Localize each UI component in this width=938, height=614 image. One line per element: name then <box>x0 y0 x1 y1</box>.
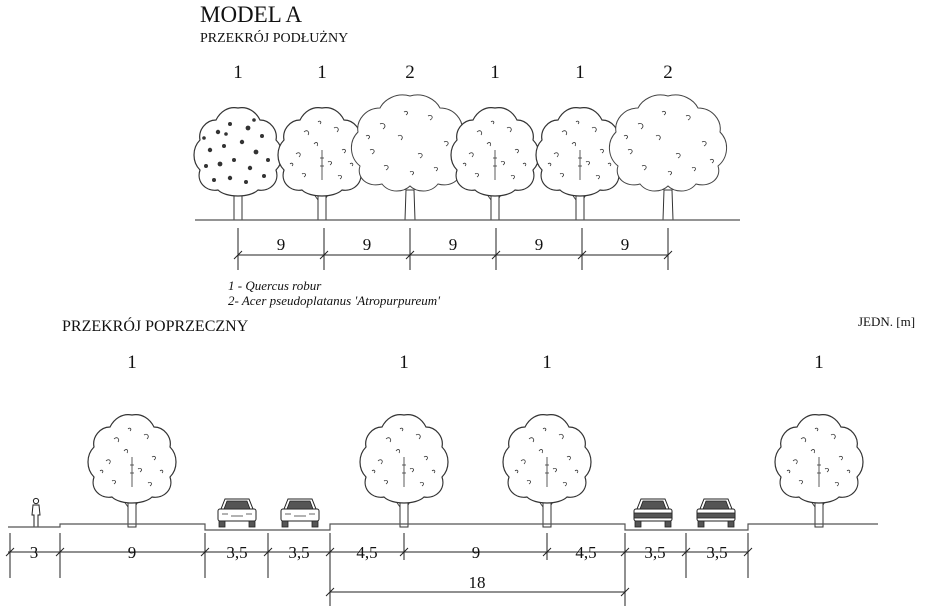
longitudinal-section-label: PRZEKRÓJ PODŁUŻNY <box>200 29 348 46</box>
legend-item-1: 1 - Quercus robur <box>228 278 322 293</box>
cross-dim-4: 3,5 <box>288 543 309 562</box>
cross-tree-label-1: 1 <box>127 352 137 373</box>
long-tree-label-6: 2 <box>663 62 673 83</box>
cross-dim-7: 4,5 <box>575 543 596 562</box>
long-spacing-1: 9 <box>277 235 286 254</box>
oak-tree-icon <box>87 414 177 528</box>
cross-trees <box>87 414 864 528</box>
long-tree-label-2: 1 <box>317 62 327 83</box>
long-tree-label-3: 2 <box>405 62 415 83</box>
cross-dim-8: 3,5 <box>644 543 665 562</box>
longitudinal-dimension-line <box>233 228 673 270</box>
car-icon <box>696 498 736 528</box>
cross-dimensions: 3 9 3,5 3,5 4,5 9 4,5 3,5 3,5 18 <box>30 543 728 592</box>
long-spacing-2: 9 <box>363 235 372 254</box>
legend-item-2: 2- Acer pseudoplatanus 'Atropurpureum' <box>228 293 440 308</box>
longitudinal-trees <box>193 94 728 221</box>
oak-tree-icon <box>502 414 592 528</box>
long-tree-label-1: 1 <box>233 62 243 83</box>
oak-tree-icon <box>774 414 864 528</box>
cross-section-label: PRZEKRÓJ POPRZECZNY <box>62 316 249 335</box>
maple-tree-icon <box>608 94 728 221</box>
unit-label: JEDN. [m] <box>858 314 915 329</box>
cross-dim-5: 4,5 <box>356 543 377 562</box>
cross-tree-labels: 1 1 1 1 <box>127 352 824 373</box>
cross-dim-2: 9 <box>128 543 137 562</box>
cross-tree-label-3: 1 <box>542 352 552 373</box>
oak-tree-icon <box>277 107 367 221</box>
oak-tree-icon <box>193 107 283 221</box>
oak-tree-icon <box>359 414 449 528</box>
long-spacing-3: 9 <box>449 235 458 254</box>
model-title: MODEL A <box>200 2 302 27</box>
long-tree-label-5: 1 <box>575 62 585 83</box>
car-icon <box>633 498 673 528</box>
cross-dim-9: 3,5 <box>706 543 727 562</box>
cross-dim-6: 9 <box>472 543 481 562</box>
longitudinal-spacings: 9 9 9 9 9 <box>277 235 630 254</box>
cross-dimension-line <box>5 533 753 606</box>
pedestrian-icon <box>31 497 41 528</box>
car-icon <box>217 498 257 528</box>
long-spacing-4: 9 <box>535 235 544 254</box>
long-spacing-5: 9 <box>621 235 630 254</box>
cross-ground-profile <box>8 523 878 531</box>
car-icon <box>280 498 320 528</box>
longitudinal-labels: 1 1 2 1 1 2 <box>233 62 673 83</box>
long-tree-label-4: 1 <box>490 62 500 83</box>
oak-tree-icon <box>450 107 540 221</box>
cross-dim-3: 3,5 <box>226 543 247 562</box>
cross-total-dim: 18 <box>469 573 486 592</box>
oak-tree-icon <box>535 107 625 221</box>
cross-dim-1: 3 <box>30 543 39 562</box>
cross-tree-label-2: 1 <box>399 352 409 373</box>
cross-tree-label-4: 1 <box>814 352 824 373</box>
